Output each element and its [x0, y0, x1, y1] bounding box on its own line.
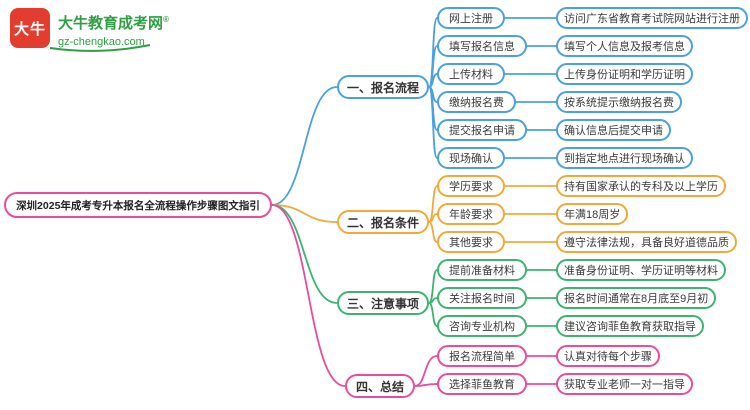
link-root-branch3	[271, 204, 338, 304]
site-url: gz-chengkao.com	[58, 36, 145, 48]
node-desc: 遵守法律法规，具备良好道德品质	[556, 231, 737, 253]
node-desc: 认真对待每个步骤	[556, 345, 660, 367]
node-desc: 按系统提示缴纳报名费	[556, 91, 682, 113]
branch-registration-requirements: 二、报名条件	[337, 210, 429, 234]
logo-underline-swoosh	[49, 44, 151, 52]
node-desc: 持有国家承认的专科及以上学历	[556, 175, 726, 197]
branch-summary: 四、总结	[345, 374, 415, 398]
node-desc: 确认信息后提交申请	[556, 119, 671, 141]
node-label: 选择菲鱼教育	[437, 373, 527, 395]
node-label: 网上注册	[437, 7, 505, 29]
node-label: 提前准备材料	[437, 259, 527, 281]
node-desc: 上传身份证明和学历证明	[556, 63, 693, 85]
node-desc: 准备身份证明、学历证明等材料	[556, 259, 726, 281]
node-desc: 到指定地点进行现场确认	[556, 147, 693, 169]
node-desc: 建议咨询菲鱼教育获取指导	[556, 315, 704, 337]
logo-badge-icon: 大牛	[10, 8, 50, 48]
node-label: 提交报名申请	[437, 119, 527, 141]
link-root-branch4	[271, 204, 346, 387]
site-logo: 大牛 大牛教育成考网® gz-chengkao.com	[10, 8, 169, 49]
registered-mark: ®	[163, 15, 169, 24]
node-desc: 获取专业老师一对一指导	[556, 373, 693, 395]
node-desc: 访问广东省教育考试院网站进行注册	[556, 7, 748, 29]
node-label: 报名流程简单	[437, 345, 527, 367]
node-label: 上传材料	[437, 63, 505, 85]
branch-registration-process: 一、报名流程	[337, 75, 429, 99]
node-label: 填写报名信息	[437, 35, 527, 57]
node-desc: 报名时间通常在8月底至9月初	[556, 287, 717, 309]
node-label: 现场确认	[437, 147, 505, 169]
node-label: 其他要求	[437, 231, 505, 253]
branch-notes: 三、注意事项	[337, 291, 429, 315]
node-desc: 填写个人信息及报考信息	[556, 35, 693, 57]
link-root-branch2	[271, 204, 338, 223]
node-label: 学历要求	[437, 175, 505, 197]
node-desc: 年满18周岁	[556, 203, 629, 225]
node-label: 缴纳报名费	[437, 91, 516, 113]
node-label: 年龄要求	[437, 203, 505, 225]
site-name-text: 大牛教育成考网	[58, 15, 164, 32]
root-node: 深圳2025年成考专升本报名全流程操作步骤图文指引	[4, 192, 272, 218]
site-name: 大牛教育成考网®	[58, 11, 169, 33]
node-label: 咨询专业机构	[437, 315, 527, 337]
node-label: 关注报名时间	[437, 287, 527, 309]
link-root-branch1	[271, 86, 338, 206]
logo-text: 大牛教育成考网® gz-chengkao.com	[58, 8, 169, 49]
